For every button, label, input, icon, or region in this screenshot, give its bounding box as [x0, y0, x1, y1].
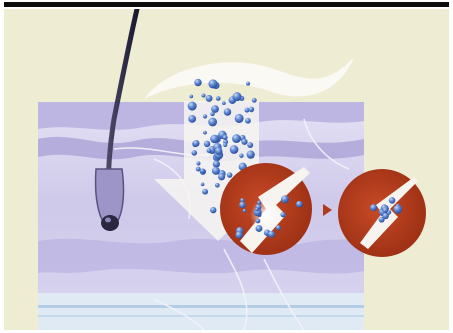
droplet [216, 96, 221, 101]
droplet [196, 161, 200, 165]
droplet [243, 209, 247, 213]
droplet [222, 135, 227, 140]
droplet [393, 205, 402, 214]
droplet [246, 82, 250, 86]
droplet [239, 202, 246, 209]
droplet [257, 201, 261, 205]
droplet [232, 134, 241, 143]
droplet [202, 189, 208, 195]
droplet [208, 118, 217, 127]
droplet [239, 153, 243, 157]
droplet [382, 207, 388, 213]
droplet [245, 118, 251, 124]
droplet [235, 231, 242, 238]
droplet [230, 145, 239, 154]
droplet [281, 195, 289, 203]
damaged-cell-icon [220, 163, 312, 255]
droplet [222, 101, 226, 105]
droplet [203, 131, 207, 135]
droplet [201, 183, 205, 187]
droplet [247, 142, 253, 148]
top-border-bar [4, 2, 449, 7]
droplet [241, 139, 247, 145]
droplet [249, 107, 255, 113]
droplet [256, 219, 261, 224]
droplet [193, 140, 200, 147]
droplet [235, 114, 244, 123]
droplet [233, 92, 242, 101]
skin-illustration [4, 9, 449, 330]
droplet [247, 151, 255, 159]
droplet [188, 102, 197, 111]
droplet [276, 225, 281, 230]
droplet [188, 115, 196, 123]
droplet [189, 95, 193, 99]
droplet [210, 112, 214, 116]
droplet [389, 197, 396, 204]
droplet [204, 141, 210, 147]
droplet [218, 173, 225, 180]
droplet [206, 95, 213, 102]
droplet [227, 172, 233, 178]
droplet [200, 169, 205, 174]
droplet [252, 98, 257, 103]
repaired-cell-icon [338, 169, 426, 257]
droplet [194, 79, 202, 87]
swoosh-shape [144, 57, 354, 99]
droplet [203, 114, 207, 118]
droplet [296, 201, 303, 208]
droplet [212, 167, 220, 175]
droplet [215, 147, 223, 155]
droplet [210, 135, 219, 144]
droplet [215, 183, 220, 188]
droplet [255, 208, 259, 212]
droplet [191, 150, 197, 156]
droplet [379, 217, 385, 223]
droplet [370, 204, 377, 211]
droplet [208, 79, 217, 88]
droplet [201, 93, 205, 97]
droplet [268, 231, 275, 238]
droplet [210, 207, 216, 213]
droplet [280, 212, 285, 217]
droplet [255, 225, 262, 232]
droplet [223, 143, 227, 147]
droplet [207, 148, 212, 153]
droplet [213, 160, 220, 167]
droplet [224, 108, 232, 116]
